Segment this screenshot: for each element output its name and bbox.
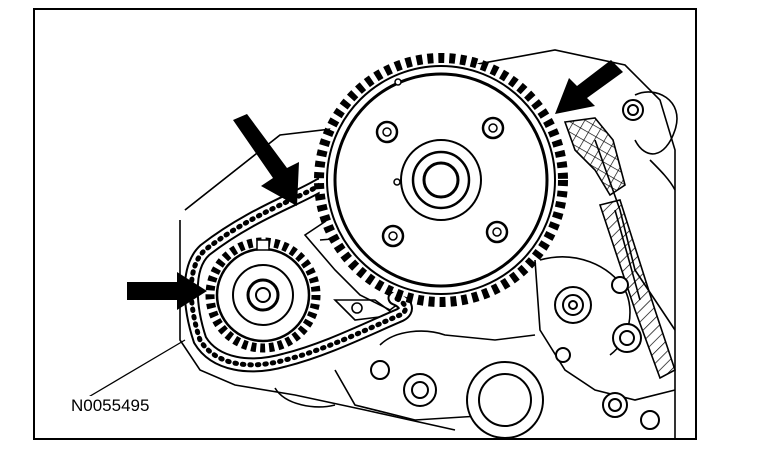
block-fasteners (370, 99, 660, 438)
timing-chain (183, 177, 413, 373)
diagram-frame: N0055495 (33, 8, 697, 440)
callout-arrow-cam-sprocket (555, 60, 623, 114)
crankshaft-sprocket (205, 237, 321, 353)
engine-timing-illustration (74, 49, 678, 438)
callout-arrow-crank-sprocket (127, 272, 207, 310)
hatched-casting-section (563, 117, 626, 197)
chain-guide (598, 199, 676, 380)
camshaft-sprocket (314, 53, 568, 307)
callout-arrow-upper-chain (233, 114, 299, 206)
figure-id-label: N0055495 (69, 396, 152, 416)
